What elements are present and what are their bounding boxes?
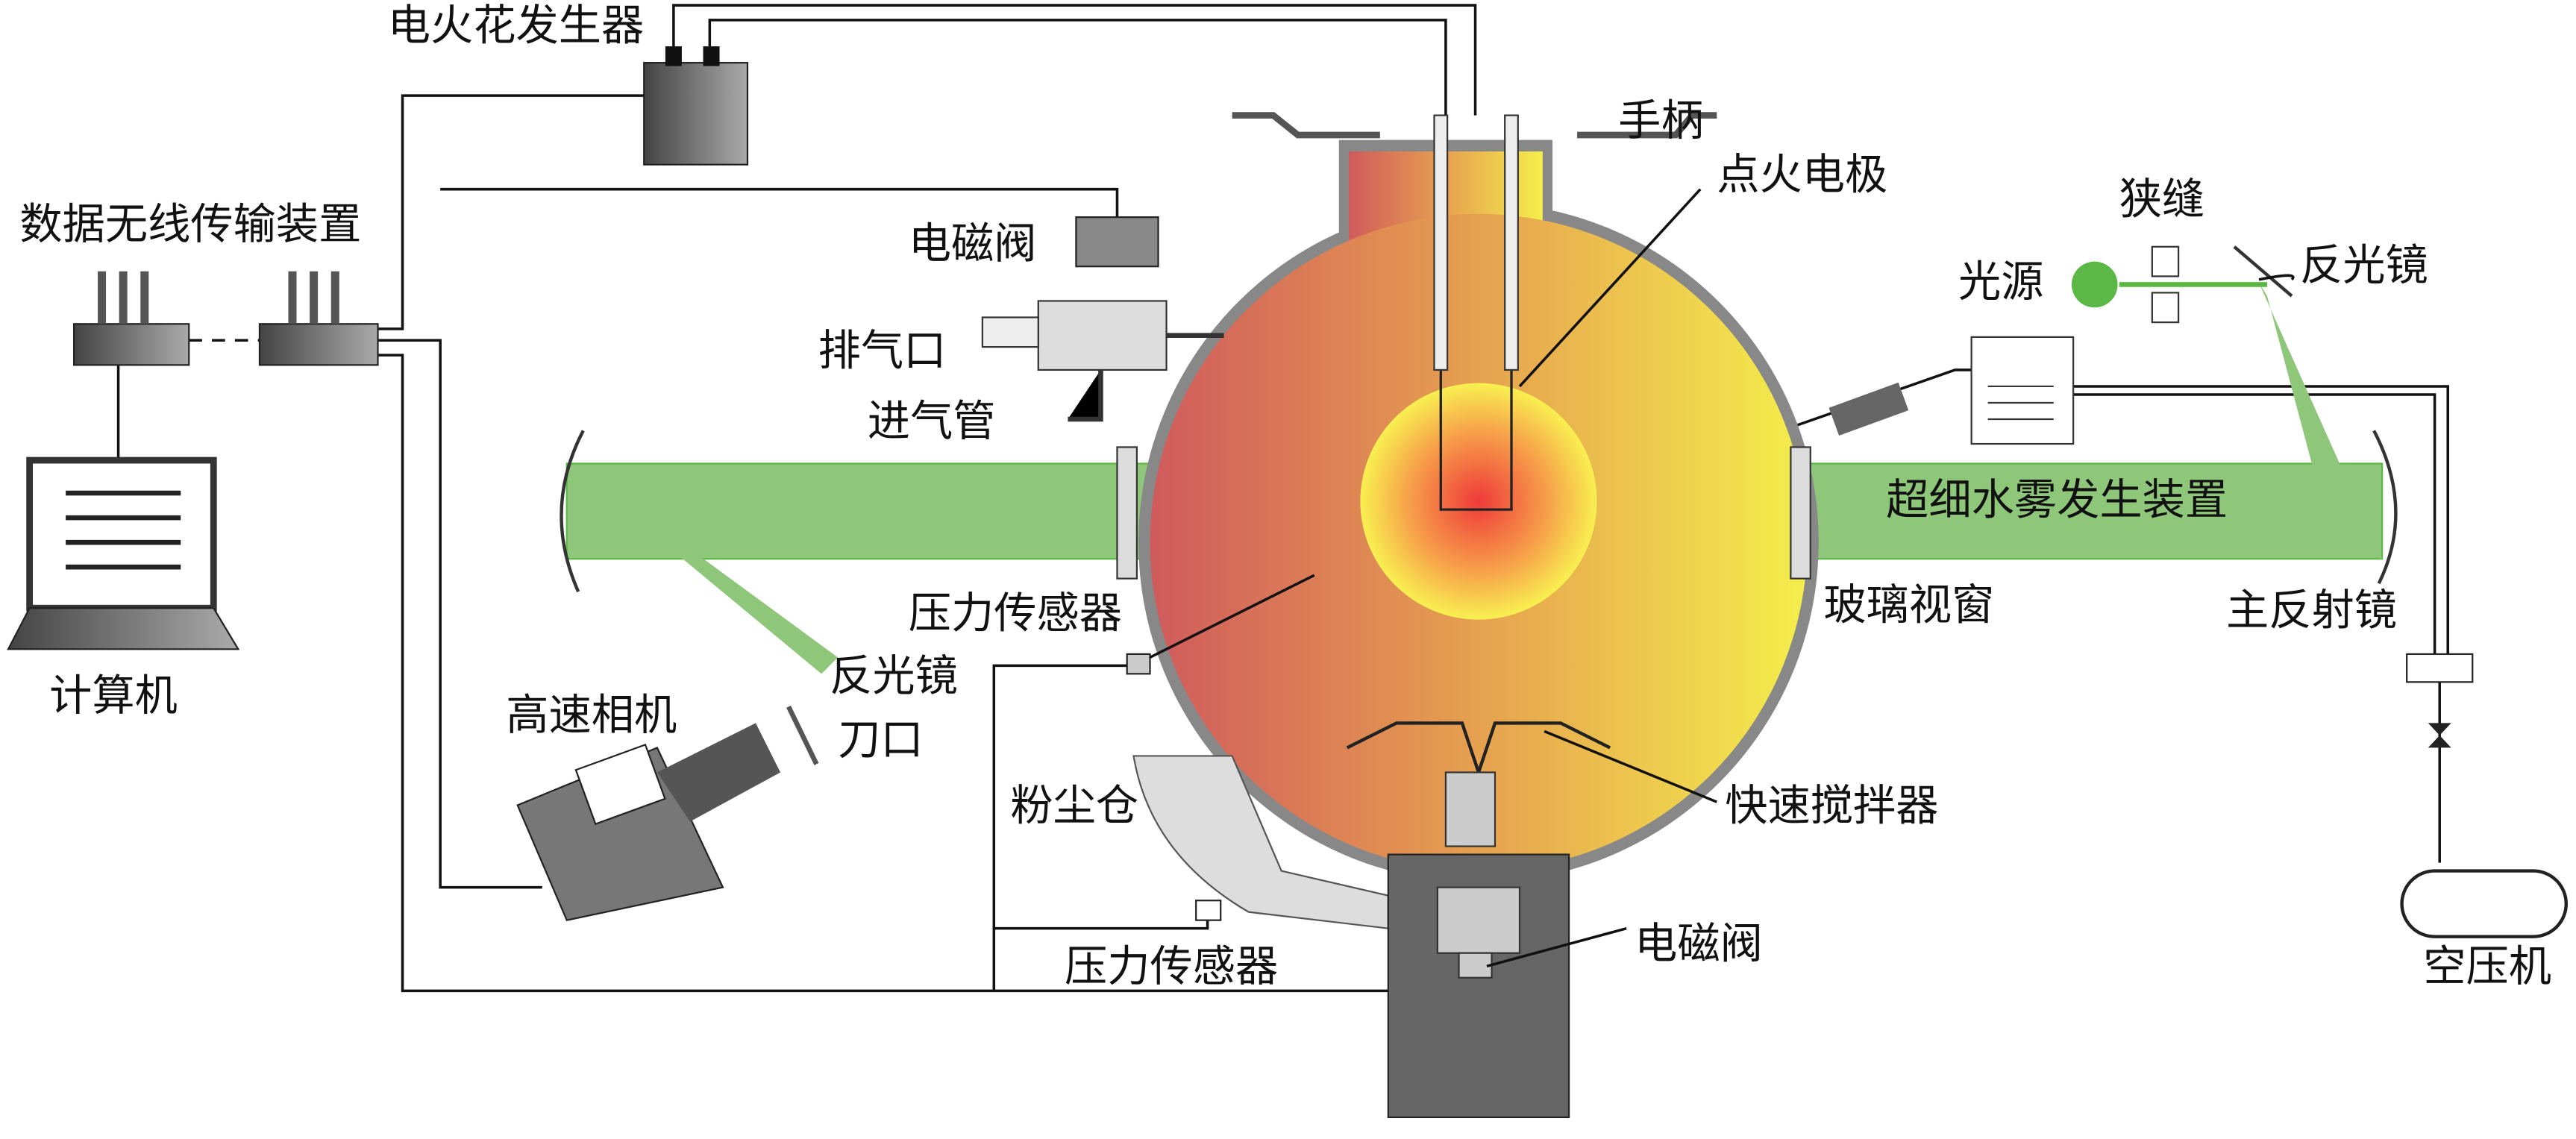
high-speed-camera-icon bbox=[516, 723, 781, 921]
left-main-mirror bbox=[560, 430, 585, 593]
label-slit: 狭缝 bbox=[2119, 175, 2205, 225]
spark-generator-icon bbox=[643, 62, 749, 166]
label-intake-pipe: 进气管 bbox=[868, 396, 996, 446]
label-pressure-sensor-bottom: 压力传感器 bbox=[1065, 941, 1278, 991]
label-fast-stirrer: 快速搅拌器 bbox=[1725, 780, 1938, 830]
label-air-compressor: 空压机 bbox=[2423, 941, 2551, 991]
solenoid-valve-top-icon bbox=[981, 216, 1224, 422]
label-computer: 计算机 bbox=[49, 671, 178, 721]
label-ignition-electrode: 点火电极 bbox=[1717, 150, 1887, 200]
pressure-sensor-top-icon bbox=[1126, 653, 1151, 675]
laptop-icon bbox=[7, 456, 240, 650]
label-main-mirror: 主反射镜 bbox=[2226, 585, 2397, 635]
label-mirror-right: 反光镜 bbox=[2300, 240, 2428, 290]
handle-icon bbox=[1232, 112, 1717, 139]
wireless-device-right-icon bbox=[258, 271, 379, 366]
air-compressor-icon bbox=[2400, 653, 2568, 938]
label-mirror-left: 反光镜 bbox=[830, 650, 958, 700]
label-wireless-device: 数据无线传输装置 bbox=[19, 199, 361, 249]
label-pressure-sensor-top: 压力传感器 bbox=[909, 589, 1122, 638]
label-spark-generator: 电火花发生器 bbox=[388, 0, 645, 50]
glass-window bbox=[1790, 446, 1811, 580]
label-exhaust-port: 排气口 bbox=[818, 325, 947, 375]
label-dust-chamber: 粉尘仓 bbox=[1010, 780, 1138, 830]
right-main-mirror bbox=[2372, 430, 2398, 585]
small-mirror-icon bbox=[2233, 245, 2293, 298]
light-source-icon bbox=[2071, 261, 2118, 308]
mist-generator-icon bbox=[1828, 336, 2075, 445]
wireless-device-left-icon bbox=[72, 271, 190, 366]
label-high-speed-camera: 高速相机 bbox=[506, 690, 677, 740]
label-solenoid-valve-top: 电磁阀 bbox=[909, 219, 1037, 269]
flame-ball bbox=[1360, 383, 1597, 620]
label-knife-edge: 刀口 bbox=[838, 715, 924, 765]
label-glass-window: 玻璃视窗 bbox=[1823, 580, 1994, 630]
explosion-chamber bbox=[1116, 112, 1819, 883]
label-light-source: 光源 bbox=[1958, 257, 2044, 307]
label-mist-generator: 超细水雾发生装置 bbox=[1886, 475, 2228, 525]
slit-icon bbox=[2151, 292, 2180, 324]
label-handle: 手柄 bbox=[1618, 95, 1704, 145]
pressure-sensor-bottom-icon bbox=[1195, 900, 1222, 921]
knife-edge-icon bbox=[786, 705, 819, 765]
label-solenoid-valve-bottom: 电磁阀 bbox=[1635, 918, 1763, 968]
